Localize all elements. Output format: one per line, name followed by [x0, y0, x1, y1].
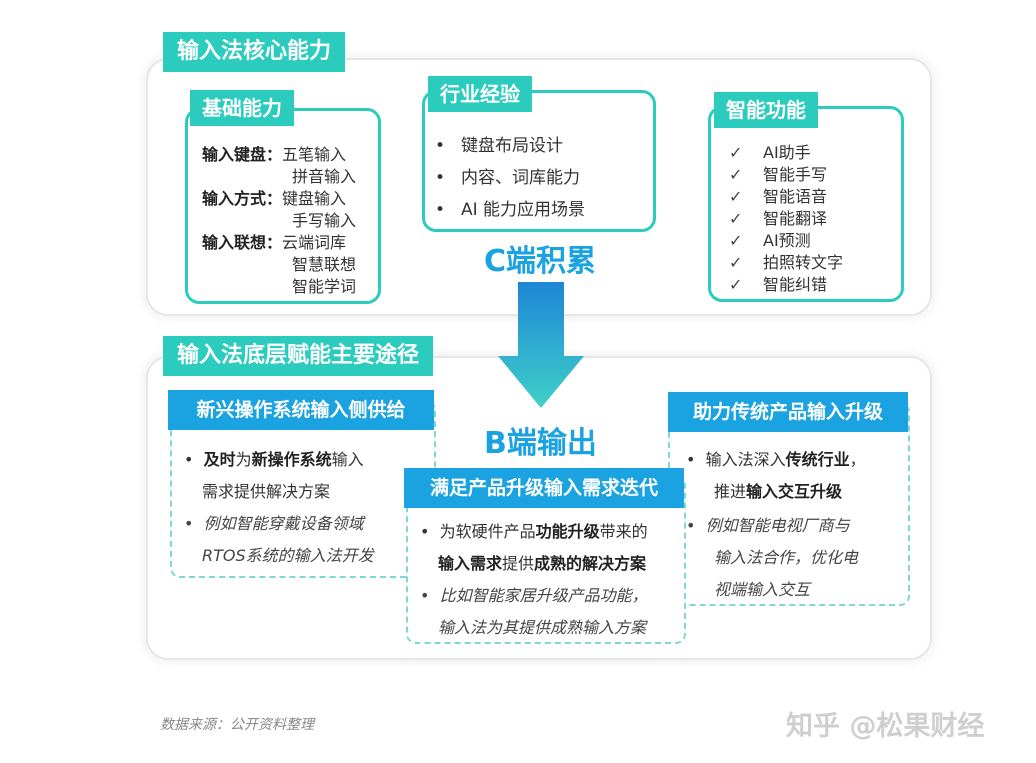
industry-experience-title: 行业经验	[428, 76, 532, 112]
new-os-title: 新兴操作系统输入侧供给	[168, 390, 434, 430]
row-item: 智能学词	[292, 277, 357, 296]
row-item: 五笔输入	[282, 145, 347, 164]
empowerment-title: 输入法底层赋能主要途径	[163, 336, 434, 376]
traditional-line: • 输入法深入传统行业，	[686, 450, 866, 469]
smart-item: ✓智能纠错	[729, 275, 828, 294]
row-item: 手写输入	[292, 211, 357, 230]
smart-item: ✓AI预测	[729, 231, 811, 250]
product-example: 输入法为其提供成熟输入方案	[438, 618, 647, 637]
row-item: 键盘输入	[282, 189, 347, 208]
check-icon: ✓	[729, 253, 743, 272]
check-icon: ✓	[729, 187, 743, 206]
smart-item: ✓AI助手	[729, 143, 811, 162]
check-icon: ✓	[729, 231, 743, 250]
source-note: 数据来源：公开资料整理	[160, 717, 314, 733]
new-os-line: • 及时为新操作系统输入	[184, 450, 364, 469]
product-line: 输入需求提供成熟的解决方案	[438, 554, 647, 573]
new-os-example: RTOS系统的输入法开发	[202, 546, 374, 565]
traditional-example: 输入法合作，优化电	[714, 548, 859, 567]
check-icon: ✓	[729, 165, 743, 184]
watermark: 知乎 @松果财经	[786, 711, 985, 742]
industry-item: •键盘布局设计	[435, 136, 563, 156]
smart-item: ✓智能手写	[729, 165, 828, 184]
basic-capability-box: 输入键盘：五笔输入 拼音输入 输入方式：键盘输入 手写输入 输入联想：云端词库 …	[185, 108, 381, 304]
b-end-label: B端输出	[484, 426, 597, 461]
traditional-upgrade-box: • 输入法深入传统行业， 推进输入交互升级 • 例如智能电视厂商与 输入法合作，…	[668, 402, 910, 606]
traditional-upgrade-title: 助力传统产品输入升级	[668, 392, 908, 432]
method-row: 输入方式：键盘输入	[202, 185, 346, 209]
traditional-example: 视端输入交互	[714, 580, 811, 599]
c-end-label: C端积累	[484, 244, 597, 279]
smart-item: ✓智能翻译	[729, 209, 828, 228]
smart-features-title: 智能功能	[714, 92, 818, 128]
new-os-example: • 例如智能穿戴设备领域	[184, 514, 364, 533]
check-icon: ✓	[729, 275, 743, 294]
smart-item: ✓智能语音	[729, 187, 828, 206]
basic-capability-title: 基础能力	[190, 90, 294, 126]
product-line: • 为软硬件产品功能升级带来的	[420, 522, 648, 541]
down-arrow-icon	[498, 282, 584, 408]
row-label: 输入方式：	[202, 189, 283, 208]
row-item: 云端词库	[282, 233, 347, 252]
check-icon: ✓	[729, 143, 743, 162]
product-upgrade-title: 满足产品升级输入需求迭代	[404, 468, 684, 508]
new-os-line: 需求提供解决方案	[202, 482, 331, 501]
traditional-line: 推进输入交互升级	[714, 482, 843, 501]
industry-experience-box: •键盘布局设计 •内容、词库能力 •AI 能力应用场景	[422, 90, 656, 232]
row-label: 输入联想：	[202, 233, 283, 252]
association-row: 输入联想：云端词库	[202, 229, 346, 253]
industry-item: •内容、词库能力	[435, 168, 580, 188]
traditional-example: • 例如智能电视厂商与	[686, 516, 850, 535]
row-item: 智慧联想	[292, 255, 357, 274]
row-label: 输入键盘：	[202, 145, 283, 164]
smart-features-box: ✓AI助手 ✓智能手写 ✓智能语音 ✓智能翻译 ✓AI预测 ✓拍照转文字 ✓智能…	[708, 106, 904, 302]
check-icon: ✓	[729, 209, 743, 228]
row-item: 拼音输入	[292, 167, 357, 186]
product-example: • 比如智能家居升级产品功能，	[420, 586, 648, 605]
industry-item: •AI 能力应用场景	[435, 200, 586, 220]
smart-item: ✓拍照转文字	[729, 253, 844, 272]
core-capability-title: 输入法核心能力	[163, 32, 346, 72]
keyboard-row: 输入键盘：五笔输入	[202, 141, 346, 165]
